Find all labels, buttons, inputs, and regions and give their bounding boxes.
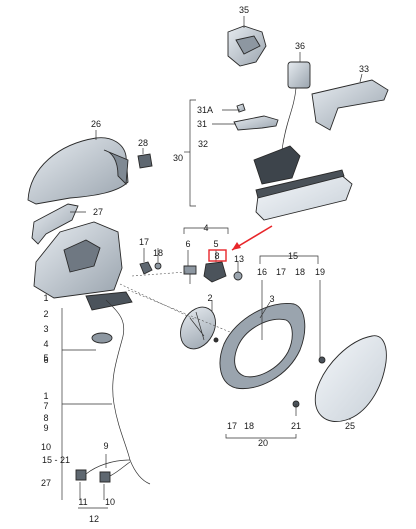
label-18a: 18	[153, 248, 163, 258]
label-10: 10	[105, 497, 115, 507]
part-3-glass-frame	[219, 302, 306, 390]
label-18c: 18	[244, 421, 254, 431]
label-28: 28	[138, 138, 148, 148]
label-18b: 18	[295, 267, 305, 277]
label-27: 27	[93, 207, 103, 217]
label-s15-21: 15 - 21	[42, 455, 70, 465]
part-26-housing-cap	[27, 137, 129, 205]
arrow-head	[232, 242, 241, 250]
label-s2: 2	[43, 309, 48, 319]
label-31: 31	[197, 119, 207, 129]
label-20: 20	[258, 438, 268, 448]
label-26: 26	[91, 119, 101, 129]
part-2-adjuster-plate	[180, 306, 219, 350]
label-17b: 17	[276, 267, 286, 277]
label-31a: 31A	[197, 105, 213, 115]
highlight-box	[208, 249, 227, 262]
label-19: 19	[315, 267, 325, 277]
wiring-harness	[75, 299, 151, 485]
part-19-screw	[318, 356, 326, 364]
label-s1: 1	[43, 293, 48, 303]
label-32: 32	[198, 139, 208, 149]
label-16: 16	[257, 267, 267, 277]
label-s10: 10	[41, 442, 51, 452]
label-21: 21	[291, 421, 301, 431]
label-15: 15	[288, 251, 298, 261]
part-17-18-grommet	[139, 261, 162, 275]
label-8-highlight: 8	[214, 251, 219, 261]
label-s9: 9	[43, 423, 48, 433]
label-s4: 4	[43, 339, 48, 349]
part-31-clip	[233, 103, 279, 131]
label-35: 35	[239, 5, 249, 15]
label-s8: 8	[43, 413, 48, 423]
label-9: 9	[103, 441, 108, 451]
label-5: 5	[213, 239, 218, 249]
part-13-clip	[233, 271, 243, 281]
label-s7: 7	[43, 401, 48, 411]
label-s6: 6	[43, 355, 48, 365]
label-11: 11	[78, 497, 87, 507]
part-30-inner-mirror	[253, 145, 353, 221]
label-s27: 27	[41, 478, 51, 488]
label-25: 25	[345, 421, 355, 431]
label-12: 12	[89, 514, 99, 524]
leader-lines	[61, 16, 363, 509]
label-36: 36	[295, 41, 305, 51]
part-28-clip	[137, 153, 153, 169]
part-33-cover	[311, 79, 389, 131]
label-3: 3	[269, 294, 274, 304]
part-labels: 35 36 33 31A 31 30 32 26 28 27 17 18 4 6…	[41, 5, 369, 524]
part-27-bracket	[31, 203, 79, 245]
label-s1b: 1	[43, 391, 48, 401]
label-33: 33	[359, 64, 369, 74]
label-6: 6	[185, 239, 190, 249]
label-13: 13	[234, 254, 244, 264]
label-17c: 17	[227, 421, 237, 431]
label-4: 4	[203, 223, 208, 233]
label-30: 30	[173, 153, 183, 163]
part-8-actuator	[203, 261, 227, 283]
label-s5: 5	[43, 353, 48, 363]
label-s3: 3	[43, 324, 48, 334]
part-36-sensor	[281, 61, 311, 151]
label-2: 2	[207, 293, 212, 303]
part-6-screw	[183, 265, 197, 284]
part-35-motor	[227, 25, 267, 67]
part-25-mirror-glass	[314, 335, 387, 422]
label-17a: 17	[139, 237, 149, 247]
mirror-base-assembly	[33, 221, 133, 311]
